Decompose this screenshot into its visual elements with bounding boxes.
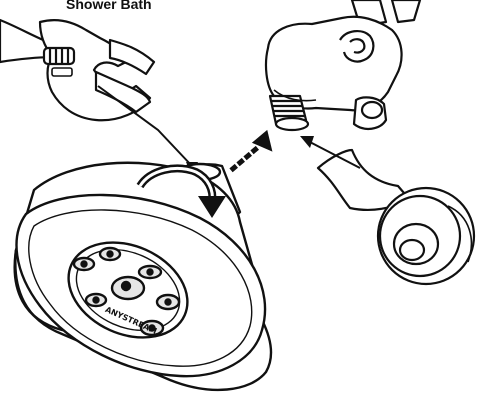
tape-leader-arrowhead [300,136,314,148]
showerhead [15,163,271,390]
wrench-icon [0,20,154,120]
diverter-fitting [266,0,420,130]
thread-tape-icon [318,150,474,284]
insert-arrow-icon [229,130,280,172]
page-title: Shower Bath [66,0,152,12]
